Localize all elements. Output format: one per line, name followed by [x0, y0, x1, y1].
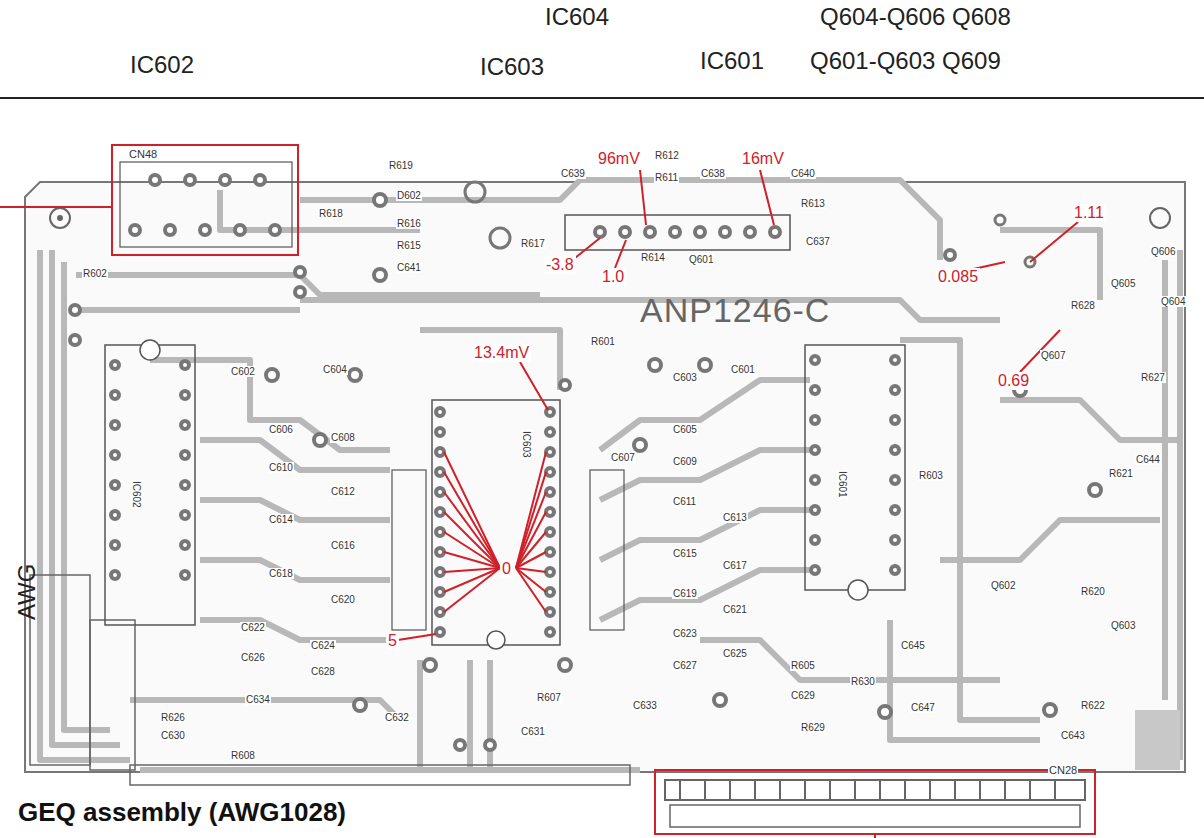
assembly-title: GEQ assembly (AWG1028): [18, 798, 346, 827]
part-group-label: IC602: [130, 52, 194, 78]
component-label: C602: [230, 366, 256, 377]
component-label: R615: [396, 240, 422, 251]
component-label: C606: [268, 424, 294, 435]
voltage-reading: 13.4mV: [472, 344, 531, 362]
component-label: C614: [268, 514, 294, 525]
component-label: Q607: [1040, 350, 1066, 361]
part-group-label: IC604: [545, 4, 609, 30]
part-group-label: IC601: [700, 48, 764, 74]
component-label: Q602: [990, 580, 1016, 591]
component-label: C637: [805, 236, 831, 247]
component-label: R626: [160, 712, 186, 723]
component-label: C644: [1135, 454, 1161, 465]
component-label: C613: [722, 512, 748, 523]
component-label: C624: [310, 640, 336, 651]
component-label: IC601: [837, 470, 848, 499]
component-label: C623: [672, 628, 698, 639]
component-label: R614: [640, 252, 666, 263]
component-label: C625: [722, 648, 748, 659]
component-label: R617: [520, 238, 546, 249]
component-label: R611: [654, 172, 679, 183]
component-label: C638: [700, 168, 726, 179]
component-label: C645: [900, 640, 926, 651]
board-label: CN28: [1048, 764, 1078, 776]
component-label: Q603: [1110, 620, 1136, 631]
component-label: R616: [396, 218, 422, 229]
part-group-label: IC603: [480, 54, 544, 80]
component-label: Q604: [1160, 296, 1186, 307]
component-label: C629: [790, 690, 816, 701]
board-label: ANP1246-C: [640, 292, 830, 329]
component-label: C627: [672, 660, 698, 671]
component-label: C609: [672, 456, 698, 467]
component-label: C605: [672, 424, 698, 435]
voltage-reading: 0.69: [996, 372, 1031, 390]
component-label: C631: [520, 726, 546, 737]
component-label: C603: [672, 372, 698, 383]
component-label: R628: [1070, 300, 1096, 311]
component-label: C630: [160, 730, 186, 741]
part-group-label: AWG: [14, 564, 40, 620]
component-label: Q606: [1150, 246, 1176, 257]
component-label: C641: [396, 262, 422, 273]
component-label: C616: [330, 540, 356, 551]
component-label: Q601: [688, 254, 714, 265]
component-label: Q605: [1110, 278, 1136, 289]
component-label: IC603: [521, 430, 532, 459]
component-label: D602: [396, 190, 422, 201]
voltage-reading: 0: [500, 560, 513, 578]
component-label: C620: [330, 594, 356, 605]
component-label: C619: [672, 588, 698, 599]
component-label: C634: [245, 694, 271, 705]
component-label: R618: [318, 208, 344, 219]
component-label: R621: [1108, 468, 1134, 479]
board-label: CN48: [128, 148, 158, 160]
component-label: C607: [610, 452, 636, 463]
component-label: C612: [330, 486, 356, 497]
voltage-reading: 1.0: [600, 268, 626, 286]
voltage-reading: 16mV: [740, 150, 786, 168]
component-label: R620: [1080, 586, 1106, 597]
voltage-reading: -3.8: [544, 256, 576, 274]
component-label: R605: [790, 660, 816, 671]
component-label: C640: [790, 168, 816, 179]
part-group-label: Q601-Q603 Q609: [810, 48, 1001, 74]
component-label: C621: [722, 604, 748, 615]
component-label: C628: [310, 666, 336, 677]
component-label: R608: [230, 750, 256, 761]
component-label: C633: [632, 700, 658, 711]
component-label: R630: [850, 676, 876, 687]
component-label: C632: [384, 712, 410, 723]
part-group-label: Q604-Q606 Q608: [820, 4, 1011, 30]
component-label: IC602: [131, 480, 142, 509]
component-label: R613: [800, 198, 826, 209]
component-label: C608: [330, 432, 356, 443]
component-label: R601: [590, 336, 616, 347]
voltage-reading: 0.085: [936, 268, 980, 286]
voltage-reading: 96mV: [596, 150, 642, 168]
component-label: R619: [388, 160, 414, 171]
component-label: R603: [918, 470, 944, 481]
component-label: C626: [240, 652, 266, 663]
component-label: C647: [910, 702, 936, 713]
component-label: C618: [268, 568, 294, 579]
component-label: C615: [672, 548, 698, 559]
component-label: C611: [672, 496, 697, 507]
component-label: C617: [722, 560, 748, 571]
component-label: C604: [322, 364, 348, 375]
component-label: C639: [560, 168, 586, 179]
component-label: C610: [268, 462, 294, 473]
component-label: R612: [654, 150, 680, 161]
component-label: R607: [536, 692, 562, 703]
component-label: C601: [730, 364, 756, 375]
component-label: R629: [800, 722, 826, 733]
component-label: R622: [1080, 700, 1106, 711]
component-label: R627: [1140, 372, 1166, 383]
voltage-reading: 5: [386, 632, 399, 650]
voltage-reading: 1.11: [1072, 204, 1106, 222]
component-label: C643: [1060, 730, 1086, 741]
component-label: R602: [82, 268, 108, 279]
component-label: C622: [240, 622, 266, 633]
